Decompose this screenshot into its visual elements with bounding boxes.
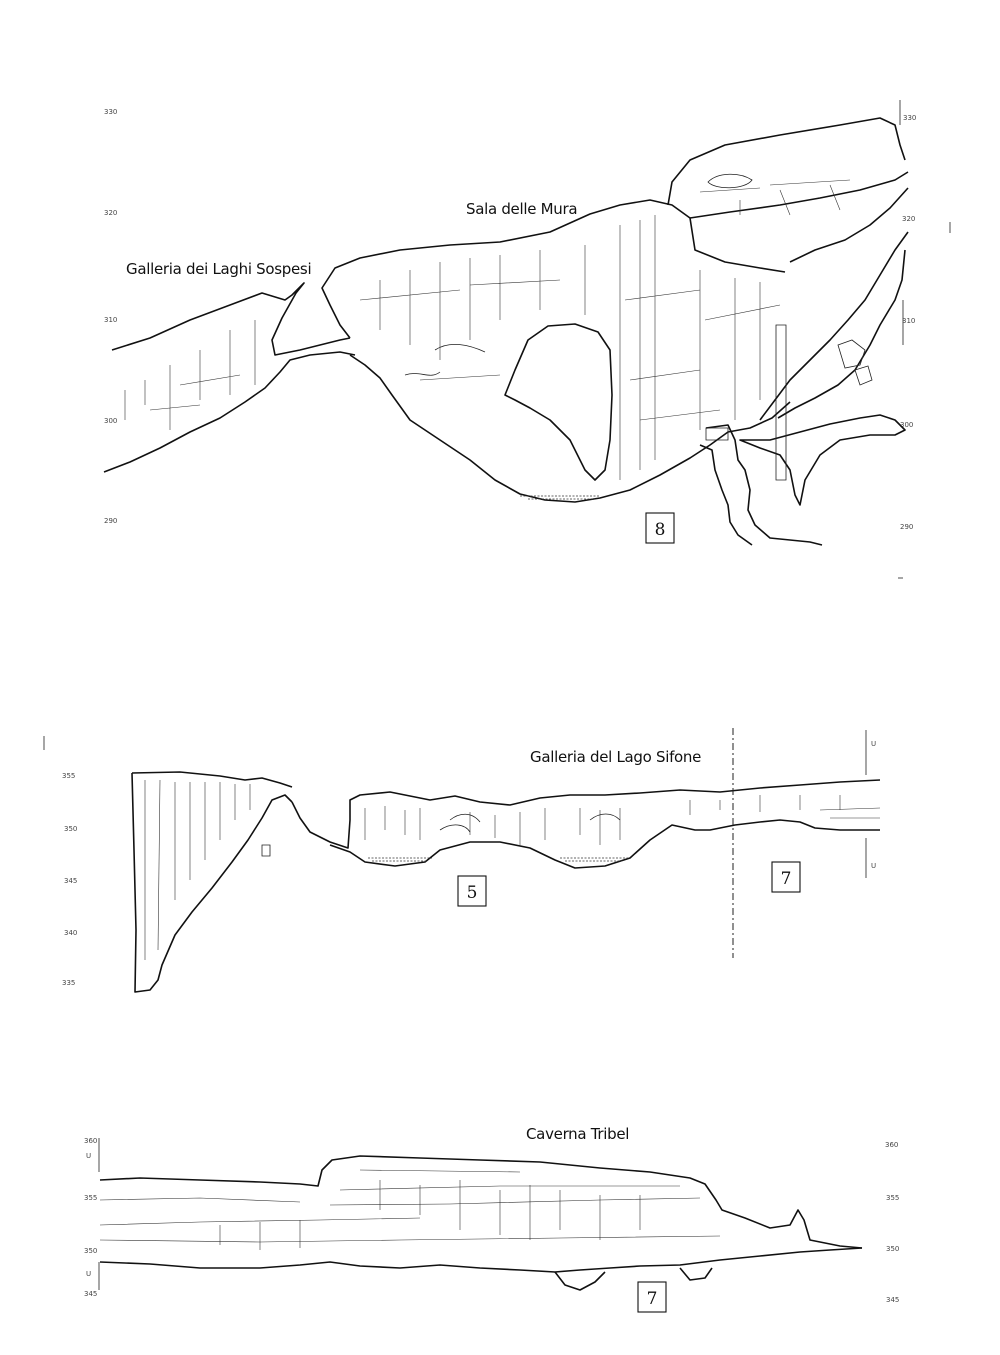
scale-label: 350 [886,1245,899,1253]
scale-left-top: 330 320 310 300 290 [104,108,117,525]
scale-left-middle: 355 350 345 340 335 [62,772,77,987]
scale-label: 290 [104,517,117,525]
stalactite-hatching [219,1180,641,1250]
scale-label: 310 [902,317,915,325]
section-mark: U [86,1152,91,1160]
section-mark: U [871,862,876,870]
stalactite-hatching [144,779,251,960]
scale-label: 320 [104,209,117,217]
gallery-laghi-sospesi-outline [103,282,356,473]
section-number: 7 [647,1289,658,1309]
chamber-ceiling [667,117,906,206]
rock-boulder [837,339,873,386]
shaft-wall [699,444,753,546]
scale-label: 355 [886,1194,899,1202]
scale-label: 320 [902,215,915,223]
section-number: 5 [467,883,478,903]
cave-wall [111,282,351,356]
cavern-floor [99,1247,863,1273]
caverna-tribel [99,1155,863,1291]
formation-detail [404,343,486,376]
scale-label: 300 [900,421,913,429]
scale-label: 310 [104,316,117,324]
gallery-floor [329,819,880,869]
scale-label: 300 [104,417,117,425]
left-shaft [131,771,293,993]
scale-label: 330 [903,114,916,122]
scale-label: 350 [84,1247,97,1255]
scale-label: 290 [900,523,913,531]
section-number-box [645,512,675,544]
bedding-lines [99,1169,721,1243]
rock-pillar [504,323,613,481]
shaft-wall [705,424,823,546]
section-middle: 355 350 345 340 335 U U [43,728,881,993]
scale-label: 360 [84,1137,97,1145]
water-pool [368,857,628,862]
sala-delle-mura-outline [321,199,791,503]
cave-floor [103,351,356,473]
scale-label: 345 [64,877,77,885]
rock-boulder [707,173,753,189]
rock-hatching [359,215,781,480]
shaft-ceiling [131,771,293,788]
section-mark: U [871,740,876,748]
section-mark: U [86,1270,91,1278]
section-bottom: 360 U 355 350 U 345 360 355 350 345 Cave… [84,1125,899,1313]
scale-label: 330 [104,108,117,116]
section-number-box [637,1281,667,1313]
water-pool [520,495,600,500]
rock-detail [261,844,271,857]
passage-wall [777,249,906,419]
scale-label: 345 [84,1290,97,1298]
galleria-lago-sifone [291,779,881,869]
section-number: 8 [655,520,666,540]
shaft-wall [131,772,293,993]
right-descending-passages [739,231,909,506]
label-galleria-laghi-sospesi: Galleria dei Laghi Sospesi [126,260,311,278]
rock-hatching [699,179,851,216]
rock-hatching [124,320,256,430]
passage-wall [789,187,909,263]
passage-wall [759,231,909,421]
rock-boulder [705,427,729,441]
scale-left-bottom: 360 U 355 350 U 345 [84,1137,100,1298]
section-marks-middle: U U [865,730,876,878]
scale-label: 355 [84,1194,97,1202]
scale-label: 360 [885,1141,898,1149]
section-number-box [771,861,801,893]
scale-label: 335 [62,979,75,987]
upper-right-chamber [667,117,909,263]
section-number: 7 [781,869,792,889]
lower-right-passage [739,414,906,506]
scale-label: 340 [64,929,77,937]
label-sala-delle-mura: Sala delle Mura [466,200,577,218]
lower-pocket [554,1267,713,1291]
gallery-ceiling [291,779,881,849]
section-top: 330 320 310 300 290 330 320 310 300 290 [103,100,951,579]
chamber-floor [349,354,791,503]
formation-detail [439,813,621,833]
cavern-ceiling [99,1155,863,1249]
stalactite-hatching [364,795,881,845]
scale-label: 345 [886,1296,899,1304]
scale-right-top: 330 320 310 300 290 [898,100,951,579]
scale-right-bottom: 360 355 350 345 [885,1141,899,1304]
chamber-ceiling [321,199,786,339]
section-number-box [457,875,487,907]
survey-column [775,324,787,481]
descending-shaft [699,424,823,546]
scale-label: 355 [62,772,75,780]
scale-label: 350 [64,825,77,833]
label-caverna-tribel: Caverna Tribel [526,1125,629,1143]
label-galleria-lago-sifone: Galleria del Lago Sifone [530,748,701,766]
chamber-floor [689,171,909,219]
